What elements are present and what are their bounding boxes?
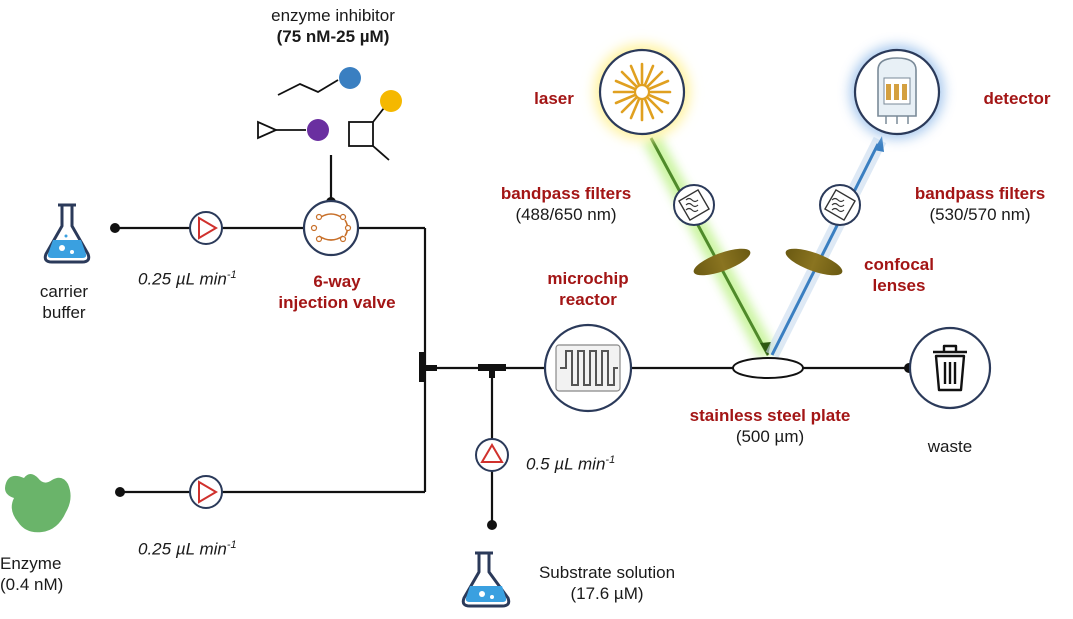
pump-bottom: [189, 475, 223, 509]
flow-rate-top: 0.25 µL min-1: [138, 265, 278, 290]
enzyme-endpoint-dot: [115, 487, 125, 497]
bandpass-right-range: (530/570 nm): [929, 205, 1031, 224]
valve-port: [315, 213, 323, 221]
enzyme-name: Enzyme: [0, 554, 62, 573]
detector-label: detector: [983, 89, 1051, 108]
pump-top: [189, 211, 223, 245]
detector-beam: [770, 143, 880, 356]
tee-junction-1-stub: [425, 365, 437, 371]
valve-port: [315, 235, 323, 243]
photomultiplier-icon: [877, 57, 917, 124]
waste-container: [908, 326, 992, 410]
reactor-serpentine-channel: [560, 350, 618, 386]
carrier-label: carrier buffer: [24, 281, 104, 323]
plate-thickness: (500 µm): [735, 427, 805, 446]
lenses-label: confocal lenses: [854, 254, 944, 296]
bandpass-filter-left: [673, 184, 715, 226]
inhibitor-square-bond-1: [372, 107, 385, 123]
valve-line1: 6-way: [313, 272, 361, 291]
flow-bottom-exponent: -1: [226, 539, 237, 551]
laser-label: laser: [534, 89, 574, 108]
valve-line2: injection valve: [278, 293, 396, 312]
inhibitor-square-bond-2: [372, 145, 390, 161]
waste-label: waste: [927, 437, 973, 456]
laser-source: [594, 44, 690, 140]
bandpass-right-label: bandpass filters (530/570 nm): [900, 183, 1060, 225]
flow-substrate-value: 0.5: [526, 454, 555, 474]
pump-substrate-icon: [480, 443, 504, 463]
substrate-label: Substrate solution (17.6 µM): [512, 562, 702, 604]
detector-unit: [850, 45, 944, 139]
tee-junctions: [419, 352, 506, 382]
inhibitor-name: enzyme inhibitor: [271, 6, 395, 25]
substrate-concentration: (17.6 µM): [570, 584, 644, 603]
flow-top-value: 0.25: [138, 269, 176, 289]
flow-top-exponent: -1: [226, 269, 237, 281]
optical-beams: [643, 133, 887, 360]
flow-substrate-unit: µL min: [554, 454, 606, 474]
carrier-line2: buffer: [42, 303, 86, 322]
pump-bottom-icon: [198, 480, 218, 504]
tee-junction-1: [419, 352, 425, 382]
substrate-name: Substrate solution: [538, 563, 676, 582]
flow-bottom-value: 0.25: [138, 539, 176, 559]
pump-substrate: [475, 438, 509, 472]
plate-title: stainless steel plate: [689, 406, 851, 425]
enzyme-concentration: (0.4 nM): [0, 575, 64, 594]
confocal-lens-left: [693, 248, 751, 276]
trash-can-icon: [933, 344, 967, 392]
bandpass-left-label: bandpass filters (488/650 nm): [486, 183, 646, 225]
flow-top-unit: µL min: [175, 269, 227, 289]
valve-channel-1: [320, 213, 342, 218]
bandpass-filter-right: [819, 184, 861, 226]
enzyme-label: Enzyme (0.4 nM): [0, 553, 80, 595]
inhibitor-yellow-dot: [380, 90, 402, 112]
inhibitor-square: [348, 121, 374, 147]
valve-port: [339, 235, 347, 243]
lenses-line1: confocal: [864, 255, 934, 274]
inhibitor-purple-dot: [307, 119, 329, 141]
lenses-line2: lenses: [872, 276, 926, 295]
inhibitor-blue-dot: [339, 67, 361, 89]
microchip-reactor: [543, 323, 633, 413]
inhibitor-chain: [277, 79, 339, 96]
confocal-lens-right: [785, 248, 843, 276]
reactor-line1: microchip: [547, 269, 629, 288]
tee-junction-2-stub: [489, 364, 495, 378]
substrate-endpoint-dot: [487, 520, 497, 530]
carrier-endpoint-dot: [110, 223, 120, 233]
plate-label: stainless steel plate (500 µm): [665, 405, 875, 447]
flow-bottom-unit: µL min: [175, 539, 227, 559]
carrier-line1: carrier: [39, 282, 89, 301]
reactor-label: microchip reactor: [538, 268, 638, 310]
valve-port: [344, 224, 352, 232]
reactor-line2: reactor: [559, 290, 617, 309]
inhibitor-concentration: (75 nM-25 µM): [276, 27, 390, 46]
pump-top-icon: [198, 216, 218, 240]
flow-rate-bottom: 0.25 µL min-1: [138, 535, 278, 560]
bandpass-left-title: bandpass filters: [500, 184, 632, 203]
inhibitor-molecules: [257, 67, 402, 161]
stainless-steel-plate: [732, 357, 804, 379]
bandpass-left-range: (488/650 nm): [515, 205, 617, 224]
laser-beam: [649, 137, 770, 356]
valve-port: [310, 224, 318, 232]
inhibitor-triangle: [257, 120, 279, 140]
flow-substrate-exponent: -1: [605, 454, 616, 466]
enzyme-icon: [5, 474, 71, 533]
valve-port: [339, 213, 347, 221]
inhibitor-label: enzyme inhibitor (75 nM-25 µM): [243, 5, 423, 47]
valve-label: 6-way injection valve: [262, 271, 412, 313]
bandpass-right-title: bandpass filters: [914, 184, 1046, 203]
substrate-flask-icon: [461, 551, 511, 608]
carrier-flask-icon: [43, 203, 91, 264]
injection-valve: [302, 199, 360, 257]
flow-rate-substrate: 0.5 µL min-1: [526, 450, 656, 475]
